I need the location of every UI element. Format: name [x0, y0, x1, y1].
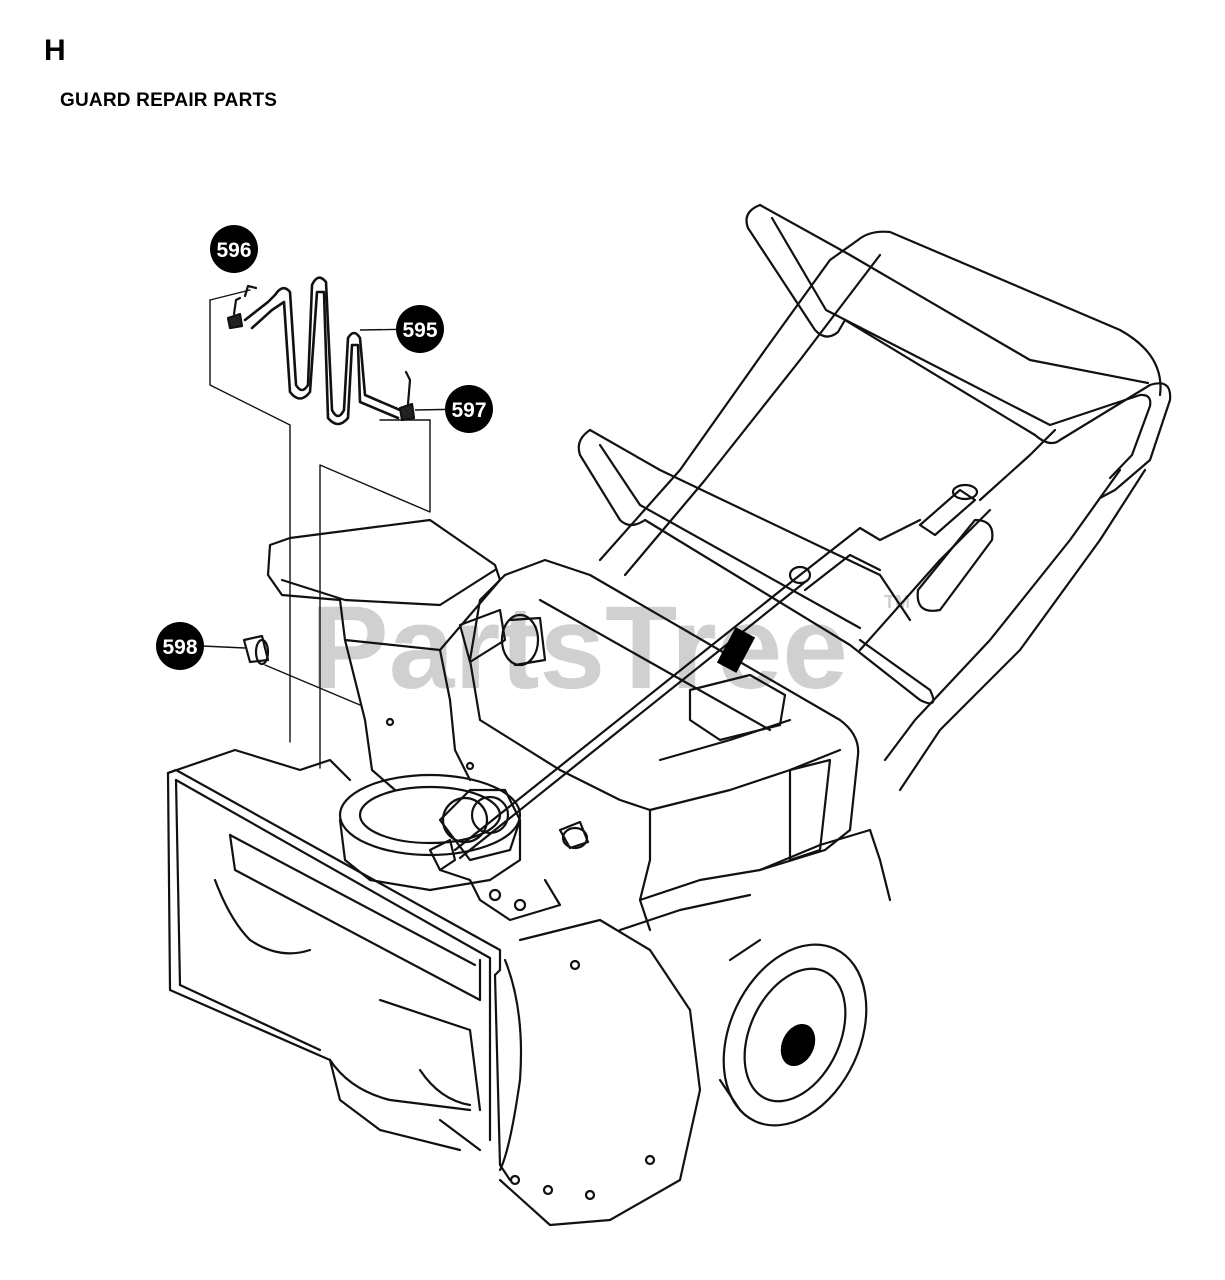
- chute-ring: [338, 773, 522, 857]
- callout-596[interactable]: 596: [210, 225, 258, 273]
- wheel: [722, 943, 868, 1127]
- svg-text:597: 597: [451, 399, 486, 422]
- left-frame-arm: [598, 238, 860, 562]
- side-plate: [498, 918, 702, 1227]
- svg-text:596: 596: [216, 239, 251, 262]
- guard-wire: [243, 276, 402, 418]
- upper-handle: [745, 203, 1172, 500]
- spring-clip-left: [226, 312, 244, 330]
- section-title: GUARD REPAIR PARTS: [60, 90, 278, 111]
- leader-lines: [209, 299, 291, 743]
- svg-text:598: 598: [162, 636, 197, 659]
- spring-clip-right: [398, 402, 416, 422]
- callout-595[interactable]: 595: [396, 305, 444, 353]
- callout-598[interactable]: 598: [156, 622, 204, 670]
- lower-handle: [577, 428, 935, 705]
- cylinder: [916, 518, 994, 612]
- chute-crank: [438, 788, 522, 862]
- deflector-knob: [458, 608, 507, 664]
- svg-text:595: 595: [402, 319, 437, 342]
- watermark-text: PartsTree: [310, 582, 848, 714]
- line-art: [166, 203, 1172, 1227]
- spring-grip: [918, 488, 977, 537]
- callout-597[interactable]: 597: [445, 385, 493, 433]
- acorn-nut: [242, 634, 270, 664]
- right-frame-arm: [898, 468, 1147, 792]
- engine-block-accent: [716, 627, 756, 673]
- wheel-hub: [780, 1023, 816, 1067]
- engine-housing: [503, 558, 860, 872]
- section-letter: H: [44, 34, 66, 67]
